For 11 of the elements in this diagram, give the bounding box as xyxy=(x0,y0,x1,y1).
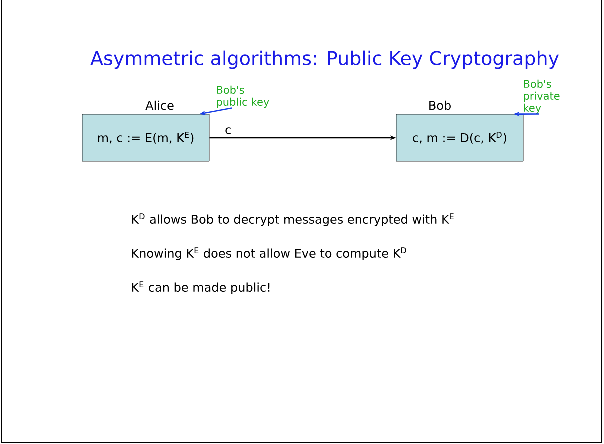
process-box: c, m := D(c, K$^{D}$) xyxy=(396,114,524,162)
edge-label: c xyxy=(226,128,231,134)
statement: Knowing K$^{E}$ does not allow Eve to compute K$^{D}$ xyxy=(132,248,406,260)
party-name: Bob xyxy=(430,100,451,110)
process-box: m, c := E(m, K$^{E}$) xyxy=(82,114,210,162)
key-note: Bob's private key xyxy=(524,80,560,114)
party-name: Alice xyxy=(146,100,174,110)
key-note: Bob's public key xyxy=(217,86,270,108)
statement: K$^{E}$ can be made public! xyxy=(132,282,270,294)
statement: K$^{D}$ allows Bob to decrypt messages encrypted with K$^{E}$ xyxy=(132,214,454,226)
title: Asymmetric algorithms: Public Key Cryptography xyxy=(90,50,559,70)
